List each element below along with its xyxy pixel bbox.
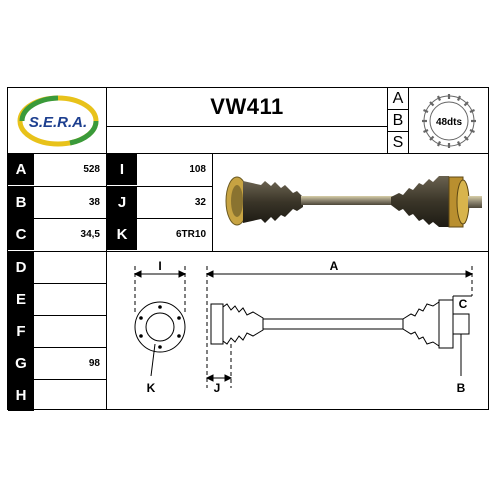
divider: [106, 126, 387, 127]
dimension-diagram: I A C K J B: [133, 259, 474, 395]
teeth-count: 48dts: [436, 117, 463, 128]
sera-logo-icon: S.E.R.A.: [17, 95, 99, 147]
spec-value-i: 108: [189, 164, 206, 175]
spec-key-f: F: [8, 316, 34, 347]
spec-value-j: 32: [194, 197, 206, 208]
spec-value-c: 34,5: [80, 229, 100, 240]
spec-value-g: 98: [88, 358, 100, 369]
spec-key-g: G: [8, 348, 34, 379]
dim-label-b: B: [457, 381, 466, 395]
dim-label-a: A: [330, 259, 339, 273]
divider: [387, 109, 408, 110]
spec-value-a: 528: [83, 164, 100, 175]
product-photo: [213, 155, 488, 250]
dim-label-j: J: [214, 381, 221, 395]
spec-key-c: C: [8, 219, 34, 250]
spec-value-f: [34, 316, 106, 347]
spec-value-d: [34, 252, 106, 283]
spec-value-e: [34, 284, 106, 315]
dim-label-k: K: [147, 381, 156, 395]
spec-key-d: D: [8, 252, 34, 283]
part-number: VW411: [210, 94, 284, 119]
gear-icon: 48dts: [422, 94, 476, 148]
abs-letter-b: B: [392, 111, 404, 129]
spec-value-k: 6TR10: [175, 229, 206, 240]
divider: [387, 131, 408, 132]
spec-value-h: [34, 380, 106, 411]
divider: [387, 87, 388, 153]
divider: [106, 87, 107, 410]
datasheet-frame: [7, 87, 489, 410]
spec-key-h: H: [8, 380, 34, 411]
logo-text: S.E.R.A.: [29, 114, 87, 131]
drive-shaft-photo: [225, 176, 482, 228]
spec-key-b: B: [8, 187, 34, 218]
teeth-badge: 48dts: [418, 91, 480, 151]
spec-value-b: 38: [88, 197, 100, 208]
logo: S.E.R.A.: [8, 88, 106, 153]
spec-key-k: K: [107, 219, 137, 250]
divider: [7, 153, 489, 154]
abs-letter-a: A: [392, 89, 404, 107]
spec-key-j: J: [107, 187, 137, 218]
spec-key-i: I: [107, 154, 137, 185]
spec-key-e: E: [8, 284, 34, 315]
abs-letter-s: S: [392, 133, 404, 151]
technical-drawing: I A C K J B: [107, 252, 488, 409]
dim-label-i: I: [158, 259, 161, 273]
dim-label-c: C: [459, 297, 468, 311]
divider: [408, 87, 409, 153]
spec-key-a: A: [8, 154, 34, 185]
